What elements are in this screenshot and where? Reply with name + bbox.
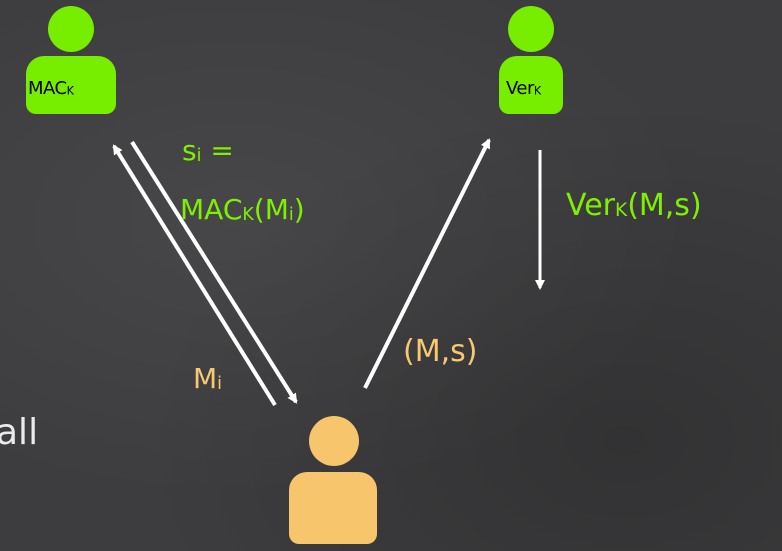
signer-person: MACK <box>26 6 120 114</box>
verifier-person: VerK <box>499 6 563 114</box>
response-arrow <box>112 144 277 407</box>
verifier-body-icon <box>499 56 563 114</box>
verifier-label: VerK <box>506 78 541 99</box>
signer-body-icon <box>26 56 116 114</box>
forgery-label: (M,s) <box>403 334 478 369</box>
verifier-head-icon <box>508 6 554 52</box>
adversary-body-icon <box>289 472 377 544</box>
query-label: Mi <box>193 362 222 395</box>
signer-label: MACK <box>28 78 74 99</box>
signature-label: si = MACK(Mi) <box>180 124 305 242</box>
verify-label: VerK(M,s) <box>566 188 702 223</box>
adversary-person <box>289 416 377 546</box>
query-arrow <box>130 140 298 404</box>
adversary-head-icon <box>309 416 359 466</box>
forgery-arrow <box>363 138 491 389</box>
signer-head-icon <box>48 6 94 52</box>
signature-label-line2: MACK(Mi) <box>180 192 305 226</box>
left-text-fragment: all <box>0 412 39 453</box>
signature-label-line1: si = <box>182 134 234 167</box>
